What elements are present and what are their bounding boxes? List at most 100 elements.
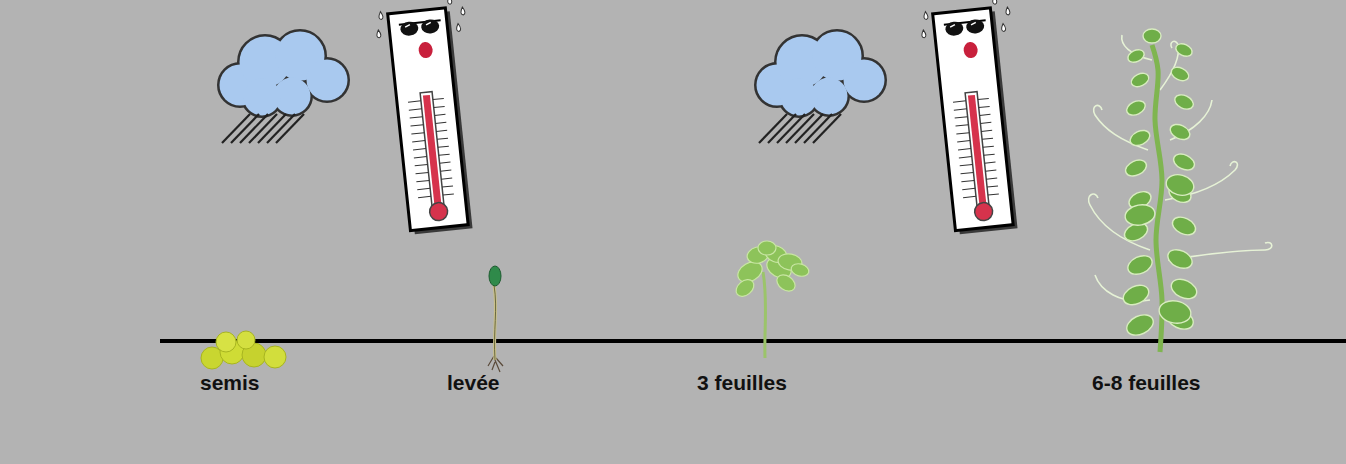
mature-pea-plant	[1157, 298, 1192, 325]
thermometer	[954, 109, 967, 110]
mature-pea-plant	[1123, 157, 1149, 179]
thermometer	[440, 170, 451, 171]
three-leaf-plant	[763, 272, 766, 358]
thermometer	[981, 130, 992, 131]
thermometer	[962, 188, 975, 189]
seedling	[489, 266, 501, 286]
thermometer	[408, 101, 421, 102]
seedling	[488, 266, 503, 372]
thermometer	[965, 92, 989, 211]
mature-pea-plant	[1172, 92, 1195, 112]
thermometer	[963, 41, 979, 58]
thermometer	[953, 101, 966, 102]
three-leaf-plant	[758, 241, 776, 255]
thermometer	[435, 122, 446, 123]
thermometer	[985, 170, 996, 171]
mature-pea-plant	[1170, 214, 1199, 239]
thermometer	[919, 0, 1033, 236]
mature-pea-plant	[1169, 65, 1191, 84]
thermometer	[956, 133, 969, 134]
timeline-axis	[160, 339, 1346, 343]
thermometer	[442, 186, 453, 187]
thermometer	[374, 0, 488, 236]
thermometer	[957, 141, 970, 142]
thermometer	[1005, 7, 1010, 15]
thermometer	[961, 180, 974, 181]
thermometer	[971, 22, 976, 25]
thermometer	[437, 138, 448, 139]
thermometer	[983, 146, 994, 147]
thermometer	[435, 114, 446, 115]
thermometer	[411, 125, 424, 126]
rain-cloud	[307, 60, 348, 101]
mature-pea-plant	[1164, 172, 1196, 199]
thermometer	[959, 157, 972, 158]
thermometer	[979, 106, 990, 107]
thermometer	[950, 25, 955, 28]
thermometer	[409, 109, 422, 110]
thermometer	[405, 25, 410, 28]
thermometer	[414, 157, 427, 158]
thermometer	[956, 125, 969, 126]
mature-pea-plant	[1165, 246, 1195, 272]
thermometer	[423, 95, 442, 210]
thermometer	[933, 8, 1013, 231]
thermometer	[955, 117, 968, 118]
thermometer	[416, 172, 429, 173]
thermometer	[429, 202, 449, 222]
thermometer	[400, 21, 419, 37]
thermometer	[456, 23, 461, 31]
mature-pea-plant	[1123, 311, 1156, 339]
rain-cloud	[844, 60, 885, 101]
mature-pea-plant	[1129, 71, 1151, 90]
mature-pea-plant	[1089, 29, 1272, 352]
pea-seeds	[201, 331, 286, 369]
thermometer	[447, 0, 452, 4]
thermometer	[411, 133, 424, 134]
thermometer	[433, 98, 444, 99]
thermometer	[460, 7, 465, 15]
thermometer	[416, 180, 429, 181]
thermometer	[980, 114, 991, 115]
thermometer	[968, 95, 987, 210]
thermometer	[441, 178, 452, 179]
rain-cloud	[218, 30, 349, 143]
thermometer	[1001, 23, 1006, 31]
thermometer	[985, 162, 996, 163]
thermometer	[436, 130, 447, 131]
thermometer	[958, 149, 971, 150]
stage-label: levée	[447, 370, 500, 395]
thermometer	[412, 141, 425, 142]
thermometer	[418, 196, 431, 197]
thermometer	[974, 202, 994, 222]
thermometer	[440, 162, 451, 163]
thermometer	[921, 30, 926, 38]
seedling	[494, 285, 496, 360]
mature-pea-plant	[1125, 252, 1155, 278]
thermometer	[417, 188, 430, 189]
pea-seeds	[264, 346, 286, 368]
rain-cloud	[781, 79, 818, 116]
seedling	[494, 285, 496, 360]
thermometer	[434, 106, 445, 107]
thermometer	[443, 194, 454, 195]
thermometer	[415, 164, 428, 165]
mature-pea-plant	[1171, 151, 1197, 173]
thermometer	[960, 164, 973, 165]
thermometer	[413, 149, 426, 150]
thermometer	[988, 194, 999, 195]
thermometer	[376, 30, 381, 38]
thermometer	[378, 11, 383, 19]
thermometer	[984, 154, 995, 155]
thermometer	[980, 122, 991, 123]
thermometer	[388, 8, 468, 231]
thermometer	[421, 19, 440, 35]
thermometer	[439, 154, 450, 155]
thermometer	[966, 19, 985, 35]
stage-label: 6-8 feuilles	[1092, 370, 1201, 395]
mature-pea-plant	[1124, 98, 1147, 118]
pea-seeds	[237, 331, 255, 349]
thermometer	[986, 178, 997, 179]
